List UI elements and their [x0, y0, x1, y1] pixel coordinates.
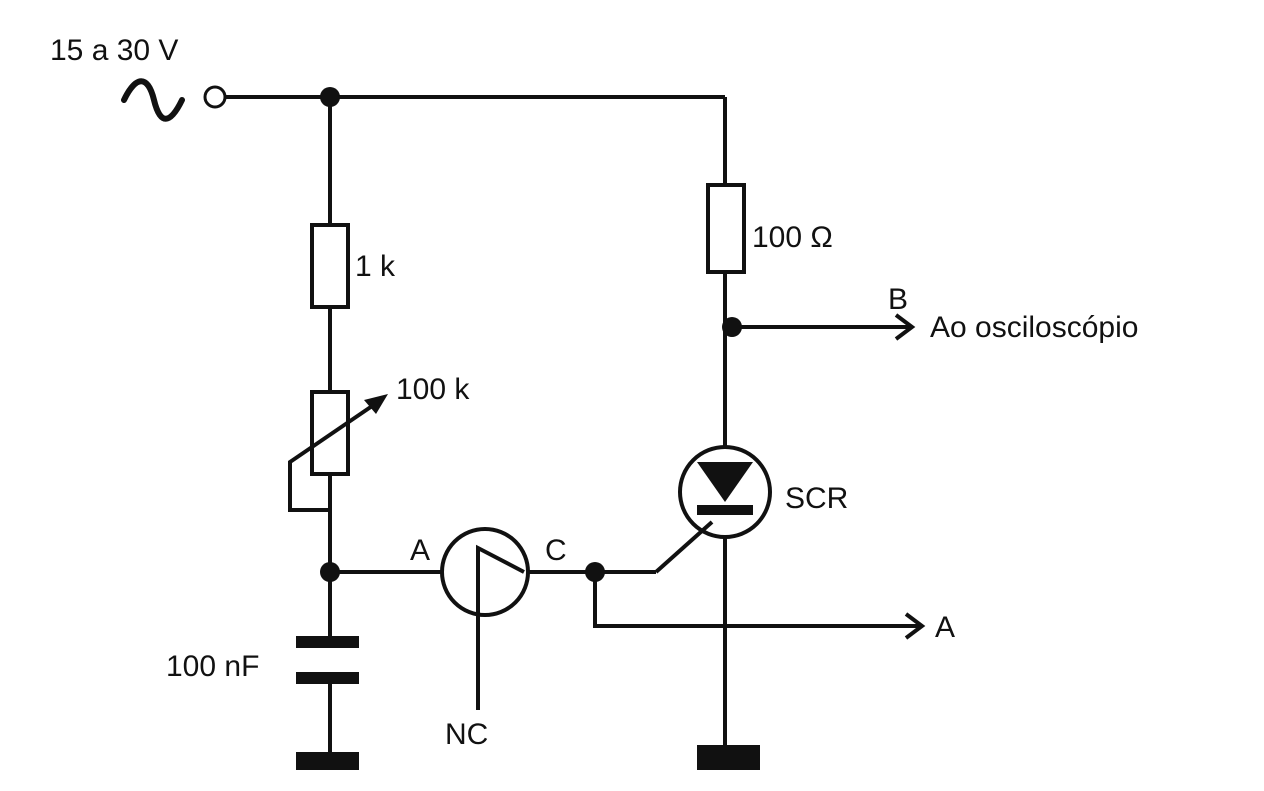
- resistor-1k-label: 1 k: [355, 250, 396, 283]
- ujt-body: [440, 527, 530, 617]
- output-b-arrow-icon: [894, 313, 916, 341]
- scr-triangle-icon: [697, 462, 753, 502]
- resistor-100-ohm: [706, 183, 746, 274]
- capacitor-plate-bottom: [296, 672, 359, 684]
- potentiometer-100k-label: 100 k: [396, 373, 470, 406]
- ground-left-icon: [296, 752, 359, 770]
- output-a-label: A: [935, 611, 955, 644]
- scr-label: SCR: [785, 482, 848, 515]
- resistor-1k: [310, 223, 350, 309]
- potentiometer-wiper-wire: [288, 400, 380, 512]
- output-b-tag-label: B: [888, 283, 908, 316]
- ground-right-icon: [697, 745, 760, 770]
- output-a-wire: [593, 572, 922, 628]
- resistor-100-ohm-label: 100 Ω: [752, 221, 833, 254]
- capacitor-100nf-label: 100 nF: [166, 650, 259, 683]
- ujt-internal-lead: [476, 544, 525, 710]
- ujt-terminal-nc-label: NC: [445, 718, 488, 751]
- scr-cathode-bar: [697, 505, 753, 515]
- capacitor-plate-top: [296, 636, 359, 648]
- potentiometer-arrow-icon: [364, 394, 388, 414]
- input-terminal: [203, 85, 227, 109]
- supply-voltage-label: 15 a 30 V: [50, 34, 178, 67]
- output-a-arrow-icon: [904, 612, 926, 640]
- sine-wave-icon: [121, 78, 185, 122]
- ujt-terminal-c-label: C: [545, 534, 567, 567]
- output-b-text-label: Ao osciloscópio: [930, 311, 1138, 344]
- ujt-terminal-a-label: A: [410, 534, 430, 567]
